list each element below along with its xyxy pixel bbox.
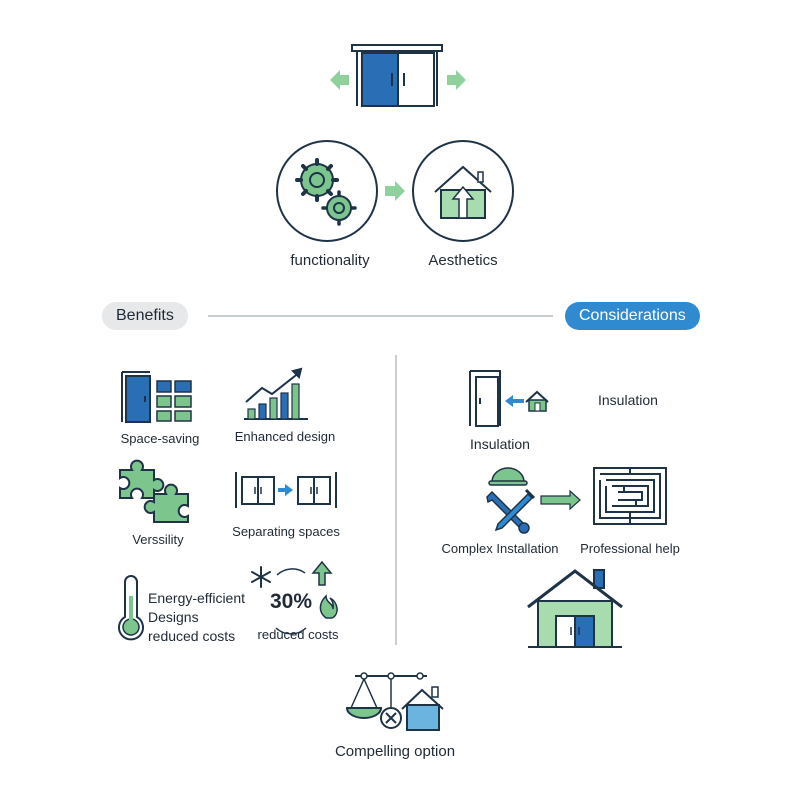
functionality-label: functionality xyxy=(290,252,370,269)
space-saving-label: Space-saving xyxy=(120,431,200,446)
insulation-label: Insulation xyxy=(470,436,530,452)
compelling-option-label: Compelling option xyxy=(334,743,456,760)
energy-line-1: Energy-efficient xyxy=(148,590,246,606)
enhanced-design-label: Enhanced design xyxy=(234,429,336,444)
professional-help-label: Professional help xyxy=(580,541,680,556)
percent-value: 30% xyxy=(270,590,313,613)
separating-spaces-label: Separating spaces xyxy=(232,524,340,539)
versatility-label: Verssility xyxy=(132,532,184,547)
complex-installation-label: Complex Installation xyxy=(441,541,559,556)
insulation-label-right: Insulation xyxy=(598,392,658,408)
column-divider xyxy=(395,355,397,645)
reduced-costs-label: reduced costs xyxy=(257,627,339,642)
benefits-header: Benefits xyxy=(102,302,188,330)
aesthetics-label: Aesthetics xyxy=(428,252,498,269)
energy-line-2: Designs xyxy=(148,609,199,625)
considerations-header: Considerations xyxy=(565,302,700,330)
energy-line-3: reduced costs xyxy=(148,628,236,644)
header-divider xyxy=(208,315,553,317)
energy-efficient-text: Energy-efficient Designs reduced costs xyxy=(148,589,245,646)
